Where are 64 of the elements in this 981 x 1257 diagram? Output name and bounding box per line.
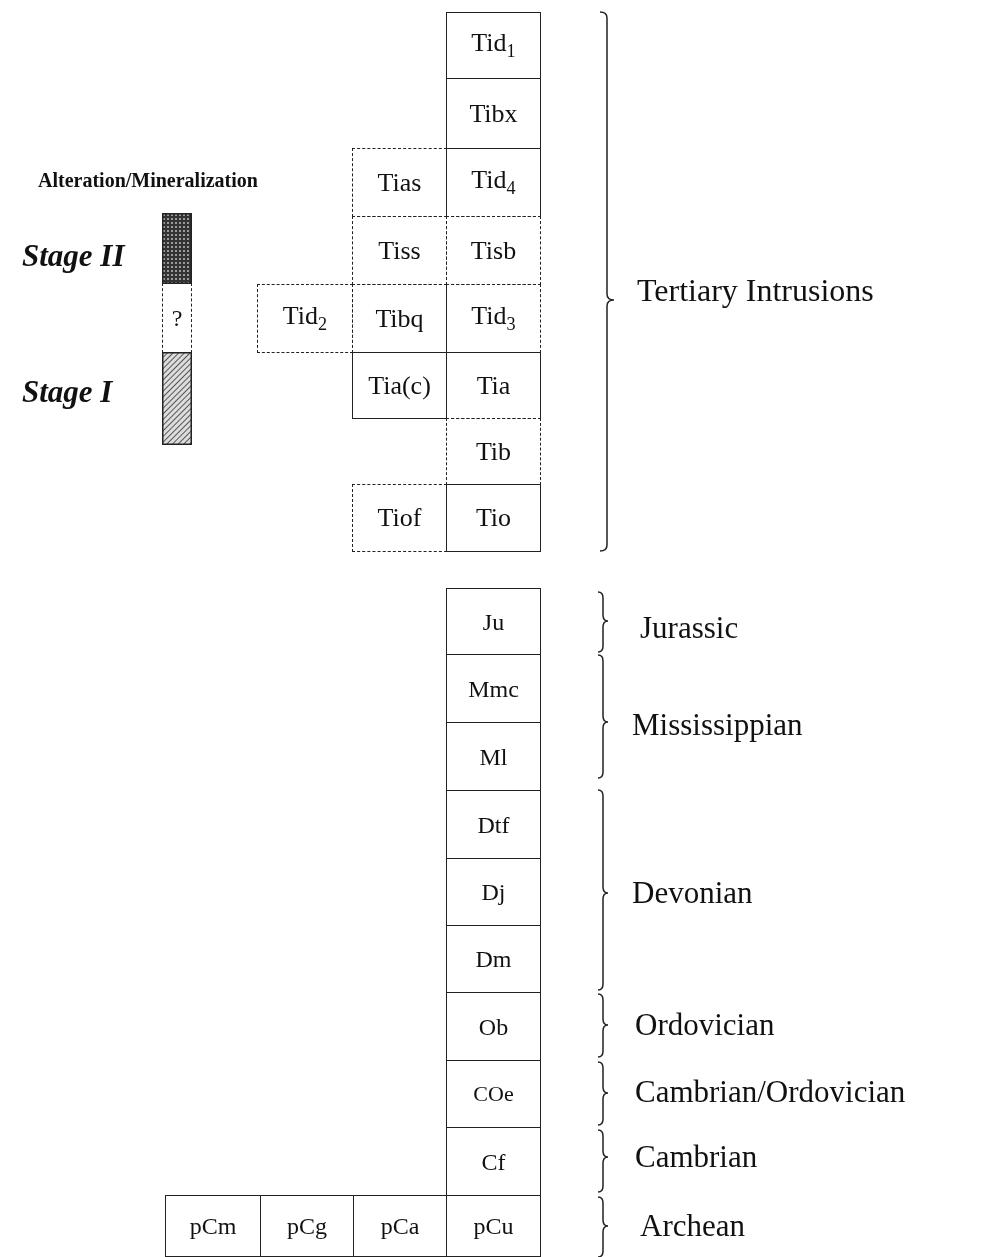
unit-code: pCg [287, 1214, 327, 1238]
unit-box [257, 284, 353, 353]
unit-code: Tib [475, 438, 512, 465]
unit-code: Tid$_{3}$ [471, 303, 516, 334]
unit-code: Ml [479, 744, 508, 769]
unit-code: Dtf [477, 812, 510, 837]
period-label: Tertiary Intrusions [637, 271, 874, 309]
period-label: Archean [640, 1208, 745, 1244]
unit-code: Ob [478, 1014, 509, 1039]
pattern-bar [162, 213, 192, 284]
unit-box [446, 216, 541, 285]
unit-code: ? [171, 306, 183, 330]
unit-box [353, 1195, 447, 1257]
period-label: Jurassic [640, 610, 739, 646]
unit-box [446, 484, 541, 552]
unit-box [446, 925, 541, 993]
unit-code: pCm [189, 1214, 237, 1238]
unit-code: Tid$_{2}$ [282, 303, 328, 334]
unit-box [165, 1195, 261, 1257]
period-label: Ordovician [635, 1007, 775, 1043]
unit-code: COe [473, 1083, 514, 1105]
period-label: Devonian [632, 875, 753, 911]
unit-box [260, 1195, 354, 1257]
unit-code: Tisb [470, 237, 517, 264]
unit-box [446, 858, 541, 926]
unit-code: Tia(c) [368, 372, 431, 399]
unit-code: Tid$_{4}$ [471, 167, 516, 198]
unit-code: Ju [482, 609, 505, 634]
unit-box [446, 790, 541, 859]
unit-code: pCa [380, 1214, 420, 1238]
unit-box [352, 148, 447, 217]
unit-box [446, 1195, 541, 1257]
pattern-bar [162, 352, 192, 445]
unit-box [352, 352, 447, 419]
unit-box [446, 588, 541, 655]
unit-code: Tiof [377, 505, 422, 531]
legend-heading: Alteration/Mineralization [38, 168, 258, 192]
unit-code: Tibq [375, 305, 424, 332]
unit-box [446, 418, 541, 485]
unit-code: Tia [476, 372, 511, 399]
unit-box [446, 12, 541, 79]
unit-code: pCu [473, 1214, 514, 1238]
unit-box [352, 216, 447, 285]
unit-box [352, 484, 447, 552]
unit-code: Dm [475, 947, 512, 971]
unit-code: Dj [481, 880, 506, 904]
period-label: Mississippian [632, 707, 803, 743]
unit-code: Mmc [468, 676, 519, 701]
unit-box [446, 722, 541, 791]
unit-box [446, 1060, 541, 1128]
unit-code: Cf [481, 1149, 506, 1174]
period-label: Cambrian/Ordovician [635, 1074, 906, 1110]
unit-box [446, 992, 541, 1061]
unit-code: Tibx [469, 100, 518, 127]
period-label: Cambrian [635, 1139, 758, 1175]
unit-box [446, 654, 541, 723]
unit-code: Tio [475, 505, 512, 531]
unit-box [446, 78, 541, 149]
stage-label: Stage I [22, 374, 113, 410]
unit-box [446, 1127, 541, 1196]
unit-code: Tiss [378, 237, 421, 264]
unit-code: Tid$_{1}$ [471, 30, 516, 61]
unit-code: Tias [377, 169, 422, 196]
stage-label: Stage II [22, 238, 125, 274]
